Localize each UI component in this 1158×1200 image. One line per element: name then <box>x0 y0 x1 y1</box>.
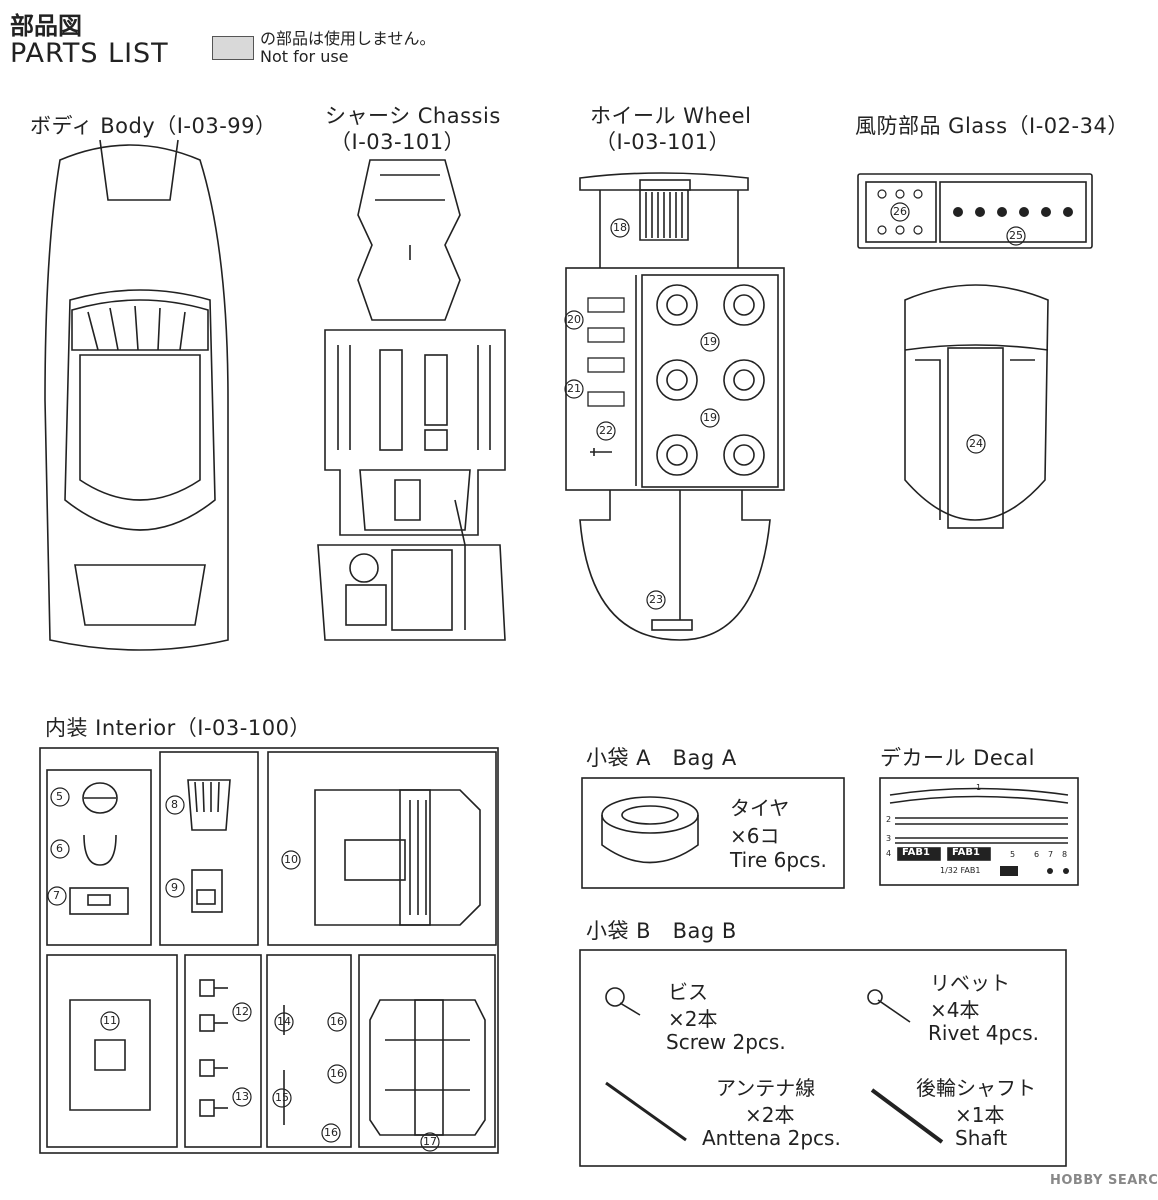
body-part <box>44 139 229 651</box>
glass-part <box>857 173 1093 529</box>
bag-b-antenna-qty: ×2本 <box>745 1103 795 1127</box>
decal-sheet <box>879 777 1079 886</box>
section-interior: 内装 Interior（I-03-100） <box>45 716 311 740</box>
legend-jp: の部品は使用しません。 <box>260 29 436 48</box>
part-num-7: 7 <box>53 889 60 902</box>
bag-b-screw-jp: ビス <box>668 980 708 1004</box>
decal-num-8: 8 <box>1062 850 1068 859</box>
section-bag-a: 小袋 A Bag A <box>586 746 737 770</box>
part-num-19b: 19 <box>703 411 717 424</box>
wheel-rims <box>656 284 765 476</box>
bag-b-screw-en: Screw 2pcs. <box>666 1030 786 1054</box>
part-num-26: 26 <box>893 205 907 218</box>
bag-b-rivet-jp: リベット <box>930 971 1010 995</box>
section-decal: デカール Decal <box>880 746 1036 770</box>
part-num-23: 23 <box>649 593 663 606</box>
part-num-6: 6 <box>56 842 63 855</box>
interior-part <box>39 747 499 1154</box>
bag-b-antenna-en: Anttena 2pcs. <box>702 1126 841 1150</box>
part-num-16c: 16 <box>324 1126 338 1139</box>
part-num-11: 11 <box>103 1014 117 1027</box>
title-en: PARTS LIST <box>10 38 169 69</box>
bag-b-box <box>579 949 1067 1167</box>
part-num-8: 8 <box>171 798 178 811</box>
part-num-19a: 19 <box>703 335 717 348</box>
part-num-14: 14 <box>277 1015 291 1028</box>
decal-logo-1: FAB1 <box>902 847 931 858</box>
part-num-15: 15 <box>275 1091 289 1104</box>
bag-a-tire-jp: タイヤ <box>730 796 790 820</box>
part-num-12: 12 <box>235 1005 249 1018</box>
decal-num-3: 3 <box>886 834 892 843</box>
section-chassis: シャーシ Chassis <box>325 104 501 128</box>
wheel-part <box>565 172 785 641</box>
decal-footer: 1/32 FAB1 <box>940 866 981 875</box>
part-number-circles <box>47 202 1026 1152</box>
part-num-24: 24 <box>969 437 983 450</box>
decal-num-6: 6 <box>1034 850 1040 859</box>
bag-b-shaft-qty: ×1本 <box>955 1103 1005 1127</box>
part-num-10: 10 <box>284 853 298 866</box>
legend-en: Not for use <box>260 47 349 66</box>
part-num-16b: 16 <box>330 1067 344 1080</box>
bag-b-shaft-en: Shaft <box>955 1126 1008 1150</box>
decal-num-7: 7 <box>1048 850 1054 859</box>
section-wheel: ホイール Wheel <box>590 104 752 128</box>
section-chassis-code: （I-03-101） <box>330 130 466 154</box>
part-num-18: 18 <box>613 221 627 234</box>
part-num-17: 17 <box>423 1135 437 1148</box>
decal-num-2: 2 <box>886 815 892 824</box>
bag-b-screw-qty: ×2本 <box>668 1007 718 1031</box>
watermark: HOBBY SEARCH <box>1050 1173 1158 1188</box>
part-num-25: 25 <box>1009 229 1023 242</box>
decal-logo-2: FAB1 <box>952 847 981 858</box>
bag-b-rivet-en: Rivet 4pcs. <box>928 1021 1039 1045</box>
part-num-22: 22 <box>599 424 613 437</box>
bag-b-rivet-qty: ×4本 <box>930 998 980 1022</box>
section-body: ボディ Body（I-03-99） <box>30 114 277 138</box>
part-num-20: 20 <box>567 313 581 326</box>
bag-b-antenna-jp: アンテナ線 <box>716 1076 816 1100</box>
bag-a-box <box>581 777 845 889</box>
part-num-21: 21 <box>567 382 581 395</box>
bag-b-shaft-jp: 後輪シャフト <box>916 1076 1036 1100</box>
bag-a-tire-qty: ×6コ <box>730 824 780 848</box>
decal-num-1: 1 <box>976 783 982 792</box>
bag-a-tire-en: Tire 6pcs. <box>730 848 827 872</box>
decal-num-5: 5 <box>1010 850 1016 859</box>
part-num-9: 9 <box>171 881 178 894</box>
section-glass: 風防部品 Glass（I-02-34） <box>855 114 1129 138</box>
part-num-5: 5 <box>56 790 63 803</box>
section-wheel-code: （I-03-101） <box>595 130 731 154</box>
part-num-13: 13 <box>235 1090 249 1103</box>
chassis-part <box>317 159 506 641</box>
section-bag-b: 小袋 B Bag B <box>586 919 737 943</box>
decal-num-4: 4 <box>886 849 892 858</box>
legend-swatch <box>212 36 254 60</box>
title-jp: 部品図 <box>10 12 82 40</box>
part-num-16a: 16 <box>330 1015 344 1028</box>
